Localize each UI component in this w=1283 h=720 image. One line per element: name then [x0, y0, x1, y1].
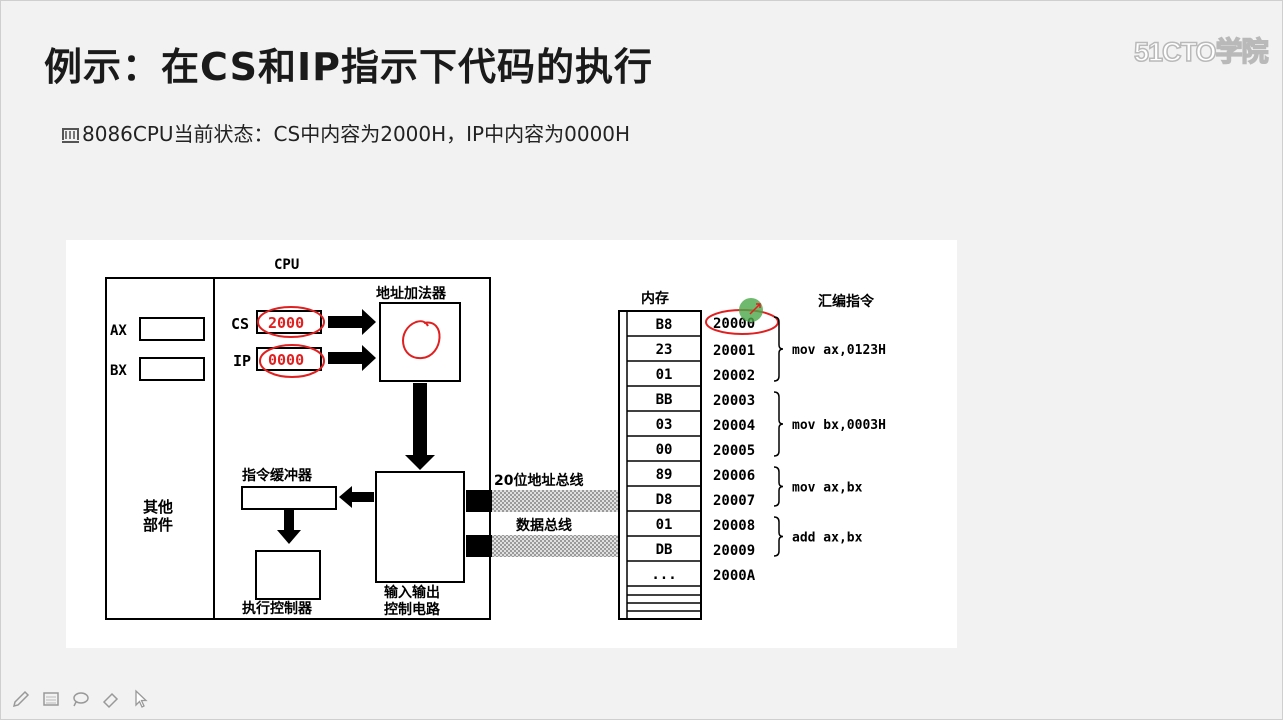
memory-cell-value: 01	[656, 517, 673, 533]
memory-address-label: 20007	[713, 493, 755, 509]
instruction-buffer-label: 指令缓冲器	[242, 467, 313, 484]
cs-arrow	[328, 309, 376, 335]
address-adder-label: 地址加法器	[376, 285, 447, 302]
io-control-label-2: 控制电路	[384, 601, 441, 618]
address-labels: 2000020001200022000320004200052000620007…	[713, 316, 756, 584]
cpu-memory-diagram: CPU AX BX 其他 部件 CS 2000 IP 0000 地址加法器 输入…	[66, 240, 957, 648]
memory-address-label: 20006	[713, 468, 755, 484]
bullet-line: 8086CPU当前状态：CS中内容为2000H，IP中内容为0000H	[62, 118, 630, 147]
annotation-toolbar	[10, 688, 152, 712]
watermark-logo: 51CTO学院	[1133, 36, 1269, 68]
memory-address-label: 20009	[713, 543, 755, 559]
cs-annotation-circle	[257, 306, 325, 338]
other-parts-label-1: 其他	[143, 498, 173, 516]
cpu-label: CPU	[274, 257, 299, 273]
data-bus-plug	[466, 535, 492, 557]
memory-address-label: 20001	[713, 343, 755, 359]
memory-cell-value: B8	[656, 317, 673, 333]
adder-to-io-arrow	[405, 383, 435, 470]
ip-label: IP	[233, 352, 251, 370]
memory-address-label: 2000A	[713, 568, 756, 584]
other-parts-label-2: 部件	[143, 516, 173, 534]
execution-controller-label: 执行控制器	[242, 600, 313, 617]
ip-arrow	[328, 345, 376, 371]
instruction-text: add ax,bx	[792, 531, 863, 546]
instruction-brace	[773, 316, 784, 382]
memory-cell-value: DB	[656, 542, 673, 558]
memory-address-label: 20002	[713, 368, 755, 384]
cs-label: CS	[231, 315, 249, 333]
pen-cursor-icon	[749, 303, 761, 315]
highlighter-icon[interactable]	[100, 688, 122, 710]
memory-cell-value: 89	[656, 467, 673, 483]
memory-cell-value: 23	[656, 342, 673, 358]
instruction-text: mov bx,0003H	[792, 418, 886, 433]
memory-cell-value: ...	[651, 567, 676, 583]
ip-annotation-circle	[259, 344, 325, 378]
pen-icon[interactable]	[10, 688, 32, 710]
memory-cell-value: D8	[656, 492, 673, 508]
bx-label: BX	[110, 363, 127, 379]
adder-annotation	[402, 320, 441, 360]
instructions: mov ax,0123H mov bx,0003H mov ax,bx add ax,…	[773, 316, 886, 557]
data-bus-label: 数据总线	[516, 517, 572, 534]
bullet-icon	[62, 128, 79, 143]
instruction-text: mov ax,bx	[792, 481, 863, 496]
data-bus	[492, 535, 618, 557]
instruction-brace	[773, 516, 784, 557]
bx-register	[139, 357, 205, 381]
instruction-brace	[773, 466, 784, 507]
execution-controller	[255, 550, 321, 600]
instruction-brace	[773, 391, 784, 457]
memory-address-label: 20005	[713, 443, 755, 459]
cpu-frame	[105, 277, 491, 620]
eraser-icon[interactable]	[40, 688, 62, 710]
memory-cell-value: 00	[656, 442, 673, 458]
pointer-icon[interactable]	[130, 688, 152, 710]
io-control-label-1: 输入输出	[384, 584, 440, 601]
address-bus-label: 20位地址总线	[494, 472, 583, 489]
cursor-pointer-dot	[739, 298, 763, 322]
memory-address-label: 20003	[713, 393, 755, 409]
address-bus	[492, 490, 618, 512]
instruction-buffer	[241, 486, 337, 510]
memory-column	[618, 310, 702, 620]
address-bus-plug	[466, 490, 492, 512]
ax-label: AX	[110, 323, 127, 339]
io-control-box	[375, 471, 465, 583]
memory-cell-value: BB	[656, 392, 673, 408]
memory-address-label: 20008	[713, 518, 755, 534]
memory-cell-value: 01	[656, 367, 673, 383]
ip-register	[256, 347, 322, 371]
memory-cell-value: 03	[656, 417, 673, 433]
bullet-text: 8086CPU当前状态：CS中内容为2000H，IP中内容为0000H	[82, 122, 631, 146]
ax-register	[139, 317, 205, 341]
io-to-buffer-arrow	[339, 486, 374, 508]
buffer-to-exec-arrow	[277, 510, 301, 544]
memory-cells: B82301BB030089D801DB...	[627, 317, 701, 587]
address-adder	[379, 302, 461, 382]
cs-value: 2000	[268, 314, 304, 332]
memory-address-label: 20004	[713, 418, 755, 434]
asm-header: 汇编指令	[818, 293, 875, 310]
slide-title: 例示：在CS和IP指示下代码的执行	[44, 45, 653, 89]
memory-label: 内存	[641, 290, 669, 307]
lasso-icon[interactable]	[70, 688, 92, 710]
instruction-text: mov ax,0123H	[792, 343, 886, 358]
ip-value: 0000	[268, 351, 304, 369]
